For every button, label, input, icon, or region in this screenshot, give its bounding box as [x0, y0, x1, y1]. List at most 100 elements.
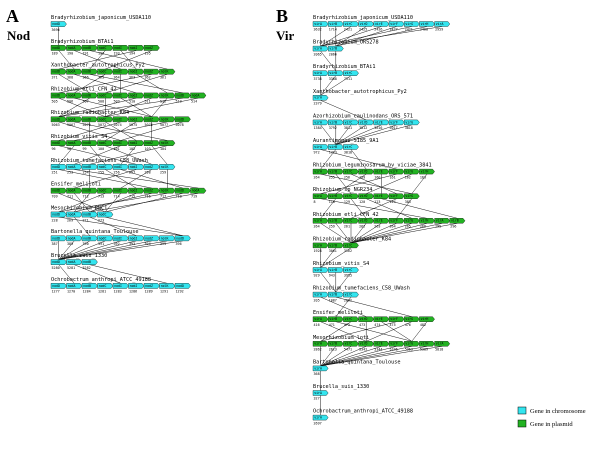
gene-arrow [388, 21, 405, 27]
gene-arrow [419, 316, 435, 322]
gene-arrow [449, 218, 466, 224]
genome-name: Ensifer_meliloti [51, 182, 101, 188]
homology-link [58, 216, 183, 236]
homology-link [74, 145, 121, 165]
gene-symbol: virD [360, 342, 368, 346]
gene-id: 2427 [390, 28, 398, 32]
legend-label-plasmid: Gene in plasmid [530, 421, 573, 428]
gene-id: 714 [114, 195, 120, 199]
gene-arrow [328, 291, 344, 298]
gene-arrow [312, 144, 329, 150]
gene-arrow [358, 341, 375, 347]
gene-arrow [143, 235, 160, 242]
gene-symbol: nodD [52, 94, 60, 98]
gene-symbol: nodD [52, 236, 60, 240]
gene-arrow [97, 211, 114, 218]
gene-arrow [174, 283, 191, 289]
gene-id: 190 [67, 52, 73, 56]
homology-link [320, 346, 412, 367]
gene-id: 1277 [52, 290, 60, 294]
homology-link [335, 223, 352, 244]
gene-symbol: virC [345, 71, 353, 75]
homology-link [320, 346, 397, 367]
gene-id: 713 [98, 195, 104, 199]
gene-arrow [159, 68, 176, 75]
genome-row: Ensifer_melilotivirA416virB471virC472vir… [312, 310, 435, 327]
genome-name: Rhizobium_vitis_S4 [51, 134, 107, 140]
gene-symbol: virG [405, 22, 413, 26]
genome-name: Ochrobactrum_anthropi_ATCC_49188 [313, 409, 413, 415]
genome-name: Rhizobium_tumefaciens_C58_UWash [313, 286, 410, 292]
gene-symbol: nodA [68, 94, 76, 98]
gene-symbol: nodA [68, 165, 76, 169]
homology-link [396, 198, 412, 219]
homology-link [335, 296, 352, 317]
gene-id: 2460 [420, 28, 428, 32]
panel-b-rows: Bradyrhizobium_japonicum_USDA110virA3632… [312, 15, 466, 425]
gene-arrow [50, 45, 67, 51]
gene-id: 394 [145, 242, 151, 246]
gene-id: 255 [329, 175, 335, 179]
gene-symbol: nodI [114, 46, 122, 50]
gene-id: 264 [390, 225, 396, 229]
gene-arrow [174, 187, 191, 194]
homology-link [320, 346, 382, 367]
gene-id: 393 [129, 242, 135, 246]
gene-arrow [50, 21, 67, 27]
gene-symbol: nodJ [130, 284, 138, 288]
homology-link [411, 321, 428, 342]
homology-link [58, 240, 137, 260]
gene-arrow [128, 164, 145, 170]
panel-a: A Nod Bradyrhizobium_japonicum_USDA110no… [6, 6, 207, 294]
gene-arrow [97, 187, 114, 194]
gene-id: 2421 [344, 28, 352, 32]
gene-arrow [81, 45, 98, 51]
gene-id: 296 [450, 225, 456, 229]
gene-symbol: virF [390, 342, 398, 346]
gene-id: 5346 [390, 348, 398, 352]
gene-arrow [81, 187, 98, 194]
panel-a-letter: A [6, 6, 19, 26]
homology-link [120, 169, 183, 189]
gene-symbol: nodA [68, 236, 76, 240]
gene-arrow [388, 316, 405, 322]
gene-id: 5281 [67, 266, 75, 270]
gene-arrow [388, 193, 405, 199]
genome-row: Bradyrhizobium_BTAi1nodD189nodA190nodB19… [50, 39, 160, 56]
genome-name: Mesorhizobium_BNC1 [51, 205, 107, 211]
genome-row: Rhizobium_radiobacter_K84nodD5063nodA506… [50, 110, 191, 127]
gene-symbol: nodC [99, 141, 107, 145]
gene-arrow [128, 235, 145, 242]
gene-symbol: virB [329, 194, 337, 198]
homology-link [58, 240, 121, 260]
gene-id: 258 [145, 171, 151, 175]
gene-id: 3792 [329, 126, 337, 130]
gene-id: 262 [359, 225, 365, 229]
gene-arrow [434, 341, 451, 347]
gene-id: 263 [374, 225, 380, 229]
gene-arrow [312, 218, 329, 224]
gene-symbol: virC [345, 268, 353, 272]
homology-link [58, 193, 106, 213]
gene-id: 228 [52, 218, 58, 222]
gene-id: 189 [52, 52, 58, 56]
gene-id: 1286 [129, 290, 137, 294]
homology-link [350, 223, 412, 244]
gene-id: 5075 [129, 123, 137, 127]
homology-link [320, 124, 336, 145]
gene-symbol: virA [314, 22, 322, 26]
gene-id: 5067 [67, 123, 75, 127]
gene-symbol: virB [329, 71, 337, 75]
gene-id: 5363 [405, 348, 413, 352]
gene-symbol: virH [421, 22, 429, 26]
gene-id: 1928 [314, 249, 322, 253]
gene-symbol: virB [329, 120, 337, 124]
gene-symbol: nodB [83, 46, 91, 50]
panel-b-letter: B [276, 6, 288, 26]
homology-link [320, 321, 352, 342]
gene-symbol: nodB [83, 70, 91, 74]
gene-id: 5072 [98, 123, 106, 127]
gene-id: 2425 [359, 28, 367, 32]
gene-id: 159 [359, 175, 365, 179]
